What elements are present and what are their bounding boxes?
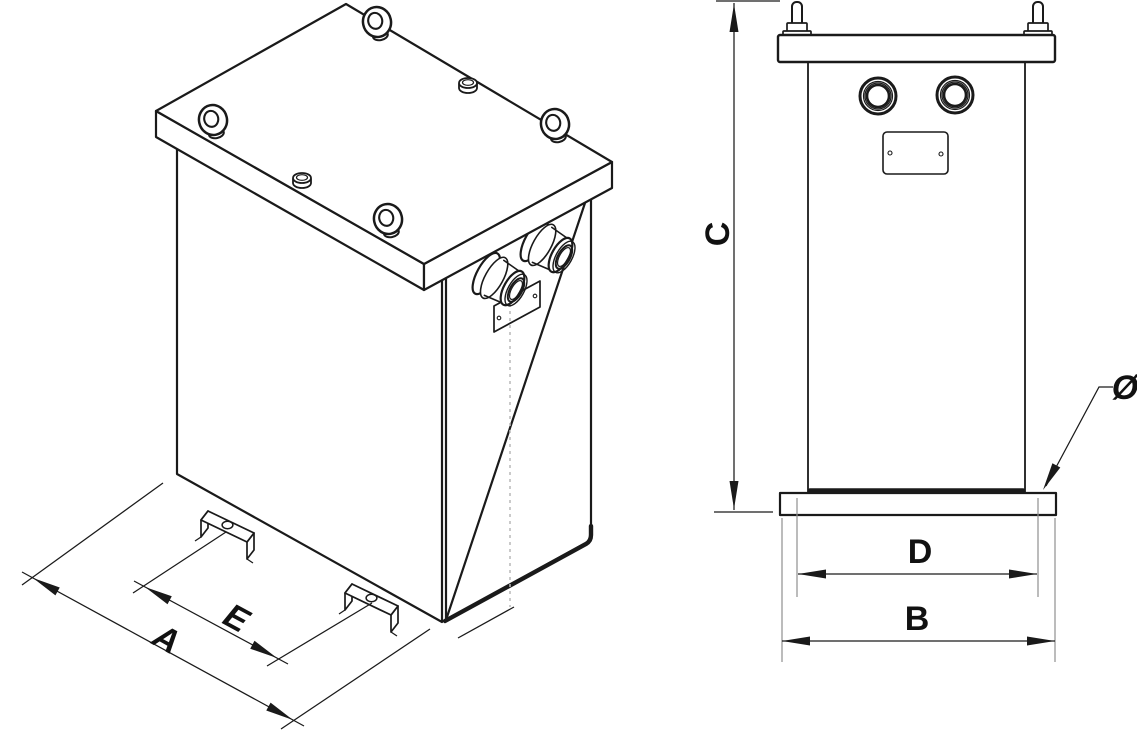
dimension-b: B <box>781 518 1056 662</box>
extension-line <box>21 482 164 586</box>
extension-line <box>132 531 227 594</box>
dimension-c: C <box>699 0 780 513</box>
cable-gland-iso-upper <box>519 218 576 274</box>
dimension-label-b: B <box>905 600 930 638</box>
base-flange-front <box>778 491 1058 517</box>
dimension-d: D <box>796 498 1039 597</box>
lid-front <box>776 33 1057 64</box>
front-view: C D B Ø <box>699 0 1137 662</box>
lifting-eye-front-left <box>782 1 812 38</box>
cable-gland-front-left <box>858 76 898 116</box>
diameter-callout: Ø <box>1039 369 1137 493</box>
centerline-extension <box>457 606 515 639</box>
cable-gland-iso-lower <box>471 251 528 307</box>
body-bottom-heavy-edge <box>442 523 594 624</box>
extension-line <box>280 628 431 730</box>
hex-bolt <box>458 77 478 94</box>
dimension-label-d: D <box>908 533 933 571</box>
diameter-symbol: Ø <box>1112 369 1137 407</box>
lid-top-face <box>154 2 614 266</box>
hex-bolt <box>292 172 312 189</box>
isometric-view: A E <box>21 2 614 730</box>
cable-gland-front-right <box>935 75 975 115</box>
leader-line <box>1045 386 1113 487</box>
enclosure-body-front <box>807 61 1026 494</box>
lifting-eye-front-right <box>1023 1 1053 38</box>
mounting-foot-rear <box>194 510 255 564</box>
nameplate-front <box>882 131 949 175</box>
dimension-label-e: E <box>217 596 256 641</box>
dimension-label-a: A <box>146 616 187 662</box>
dimension-label-c: C <box>699 222 737 247</box>
dimension-line <box>21 571 305 727</box>
lid-iso <box>154 2 614 292</box>
extension-line <box>266 602 373 667</box>
